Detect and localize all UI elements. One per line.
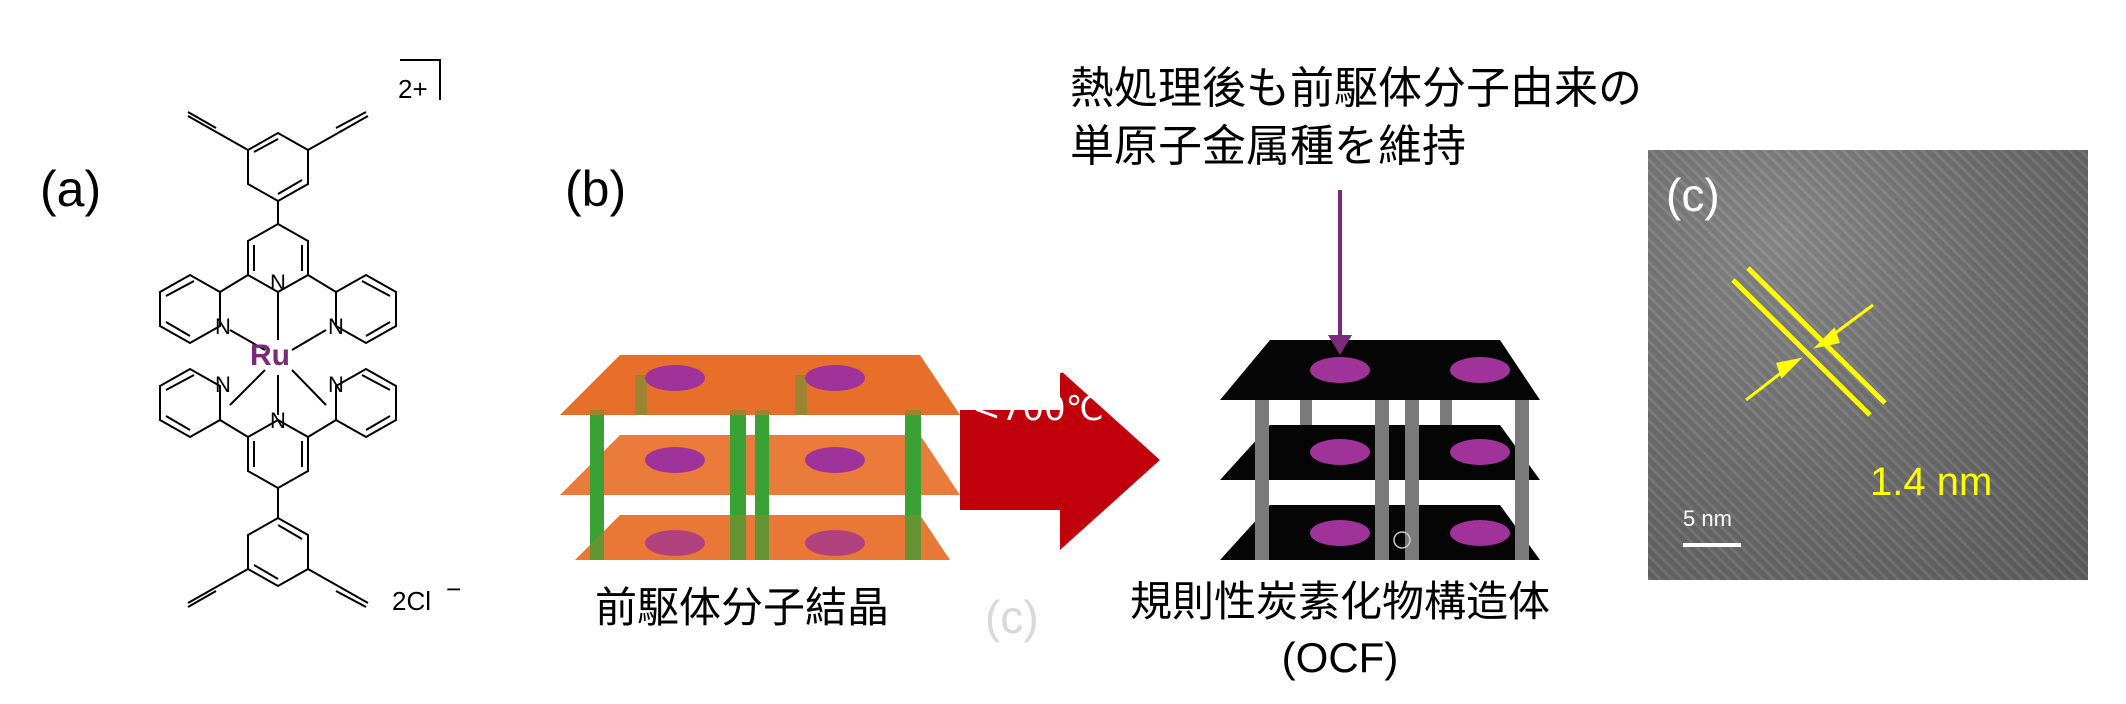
metal-site [805,365,865,391]
lattice-fringe-overlay [1683,266,1887,547]
left-caption: 前駆体分子結晶 [595,583,890,632]
metal-site [1310,520,1370,546]
arrow-label: 熱処理 <700℃ [968,340,1108,432]
panel-b-label: (b) [565,161,627,217]
right-caption: 規則性炭素化物構造体 (OCF) [1110,574,1570,686]
n-label: N [215,372,231,397]
metal-site [1310,439,1370,465]
charge-label: 2+ [398,74,428,104]
metal-site [1450,439,1510,465]
counterion-charge: − [446,574,461,604]
green-pillar [905,410,921,560]
n-label: N [270,408,286,433]
counterion-label: 2Cl [392,586,431,616]
black-layer [1220,340,1540,400]
n-label: N [328,314,344,339]
right-caption-line-1: 規則性炭素化物構造体 [1129,577,1550,626]
metal-site [645,530,705,556]
note-text: 熱処理後も前駆体分子由来の 単原子金属種を維持 [1070,60,1642,176]
n-label: N [215,314,231,339]
ru-atom-label: Ru [250,339,290,372]
n-label: N [328,372,344,397]
arrow-label-line-1: 熱処理 [983,342,1092,383]
gray-pillar [1255,395,1269,560]
heat-treatment-arrow [960,370,1160,550]
scale-bar [1683,543,1741,547]
orange-layer [560,355,960,415]
arrow-label-line-2: <700℃ [972,389,1104,429]
metal-site [1450,520,1510,546]
note-line-1: 熱処理後も前駆体分子由来の [1070,63,1642,114]
right-caption-line-2: (OCF) [1281,634,1399,681]
precursor-crystal [560,355,960,560]
gray-pillar [1375,395,1389,560]
note-line-2: 単原子金属種を維持 [1070,121,1466,172]
metal-site [805,530,865,556]
gray-pillar [1515,395,1529,560]
metal-site [645,365,705,391]
fringe-line [1746,266,1887,405]
green-pillar [755,410,769,560]
green-pillar [730,410,746,560]
crystal-schematic [560,190,1540,560]
ocf-structure [1220,190,1540,560]
gray-pillar [1405,395,1419,560]
metal-site [1450,357,1510,383]
panel-c-label: (c) [1666,169,1720,221]
panel-a-label: (a) [40,161,102,217]
tem-image: (c) 5 nm 1.4 nm [1648,150,2088,580]
n-label: N [270,270,286,295]
metal-site [805,447,865,473]
watermark: (c) [985,591,1039,643]
fringe-line [1731,278,1872,417]
metal-site [645,447,705,473]
spacing-label: 1.4 nm [1870,460,1993,504]
green-pillar [590,410,604,560]
metal-site [1310,357,1370,383]
ru-complex-structure: Ru N N N N N N 2+ 2Cl − [159,59,461,616]
scale-bar-label: 5 nm [1683,506,1732,531]
